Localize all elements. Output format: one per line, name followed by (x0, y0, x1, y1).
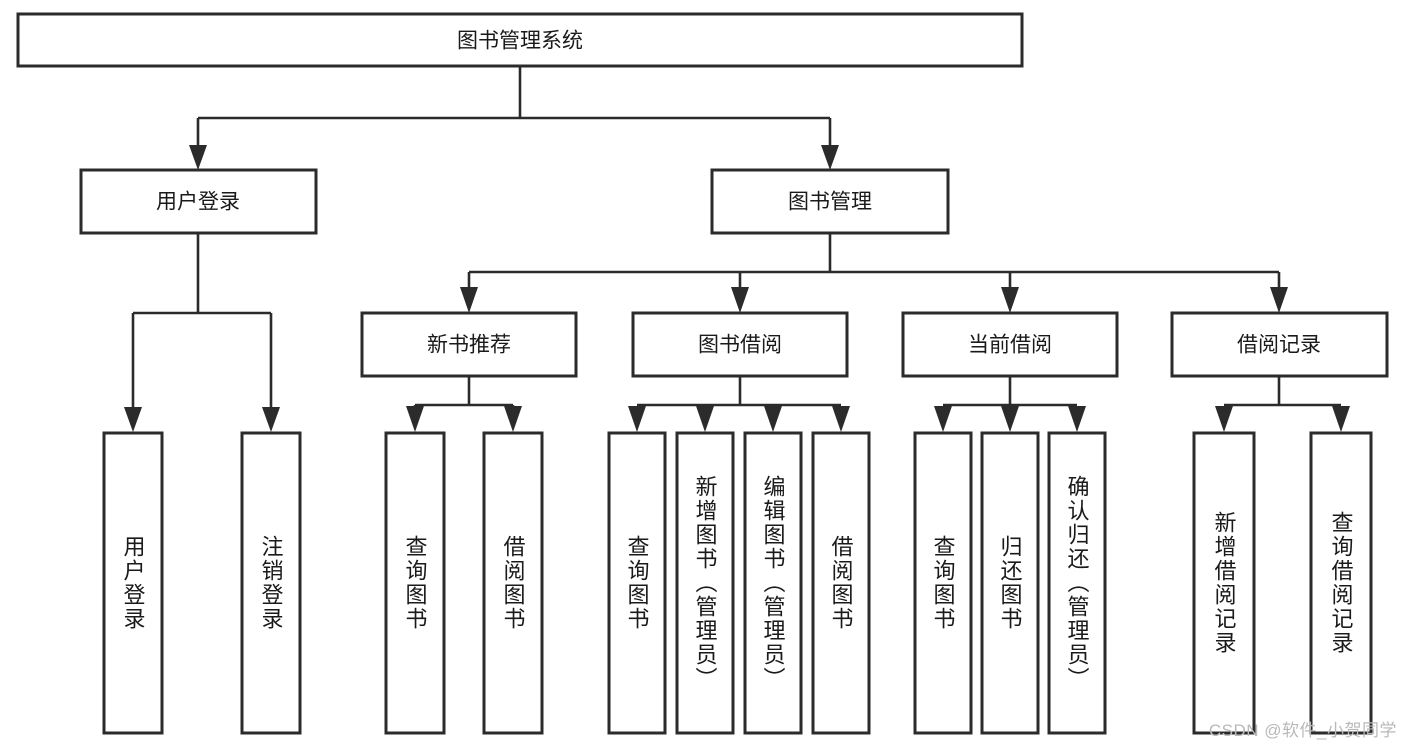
leaf-current-borrow-2[interactable] (1047, 431, 1107, 735)
leaf-new-book-1[interactable] (482, 431, 544, 735)
leaf-borrow-record-1[interactable] (1309, 431, 1373, 735)
node-current-borrow[interactable] (901, 311, 1119, 378)
node-book-manage[interactable] (710, 168, 950, 235)
leaf-current-borrow-0[interactable] (913, 431, 973, 735)
arrowhead-leaf-newbook-2 (504, 406, 522, 432)
node-book-borrow-label: 图书借阅 (698, 334, 782, 357)
node-borrow-record-label: 借阅记录 (1237, 334, 1321, 357)
node-user-login[interactable] (79, 168, 318, 235)
leaf-new-book-0[interactable] (384, 431, 446, 735)
node-new-book-recommend-label: 新书推荐 (427, 334, 511, 357)
leaf-book-borrow-0[interactable] (607, 431, 667, 735)
arrowhead-leaf-bookborrow-3 (764, 406, 782, 432)
leaf-user-login-1[interactable] (240, 431, 302, 735)
arrowhead-book-borrow (731, 287, 749, 313)
arrowhead-leaf-bookborrow-1 (628, 406, 646, 432)
leaf-current-borrow-1[interactable] (980, 431, 1040, 735)
leaf-book-borrow-1[interactable] (675, 431, 735, 735)
arrowhead-leaf-bookborrow-4 (832, 406, 850, 432)
arrowhead-leaf-currentborrow-2 (1001, 406, 1019, 432)
node-root[interactable] (16, 12, 1024, 68)
arrowhead-leaf-borrowrecord-2 (1332, 406, 1350, 432)
nodes-layer: 图书管理系统 用户登录 图书管理 新书推荐 图书借阅 当前借阅 借阅记录 (16, 12, 1389, 735)
node-user-login-label: 用户登录 (156, 191, 240, 214)
edges-layer (124, 66, 1350, 432)
arrowhead-leaf-user-login-2 (262, 407, 280, 432)
arrowhead-user-login (189, 145, 207, 170)
arrowhead-book-manage (821, 145, 839, 170)
arrowhead-borrow-record (1270, 287, 1288, 313)
arrowhead-leaf-newbook-1 (406, 406, 424, 432)
arrowhead-leaf-user-login-1 (124, 407, 142, 432)
node-book-borrow[interactable] (631, 311, 849, 378)
arrowhead-leaf-currentborrow-1 (934, 406, 952, 432)
node-new-book-recommend[interactable] (360, 311, 578, 378)
arrowhead-leaf-currentborrow-3 (1068, 406, 1086, 432)
arrowhead-leaf-borrowrecord-1 (1215, 406, 1233, 432)
node-current-borrow-label: 当前借阅 (968, 334, 1052, 357)
node-root-label: 图书管理系统 (457, 30, 583, 53)
leaf-book-borrow-3[interactable] (811, 431, 871, 735)
leaf-user-login-0[interactable] (102, 431, 164, 735)
node-borrow-record[interactable] (1170, 311, 1389, 378)
arrowhead-leaf-bookborrow-2 (696, 406, 714, 432)
node-book-manage-label: 图书管理 (788, 191, 872, 214)
leaf-book-borrow-2[interactable] (743, 431, 803, 735)
leaf-borrow-record-0[interactable] (1192, 431, 1256, 735)
arrowhead-current-borrow (1001, 287, 1019, 313)
arrowhead-new-book (460, 287, 478, 313)
watermark-text: CSDN @软件_小贺同学 (1208, 721, 1397, 740)
